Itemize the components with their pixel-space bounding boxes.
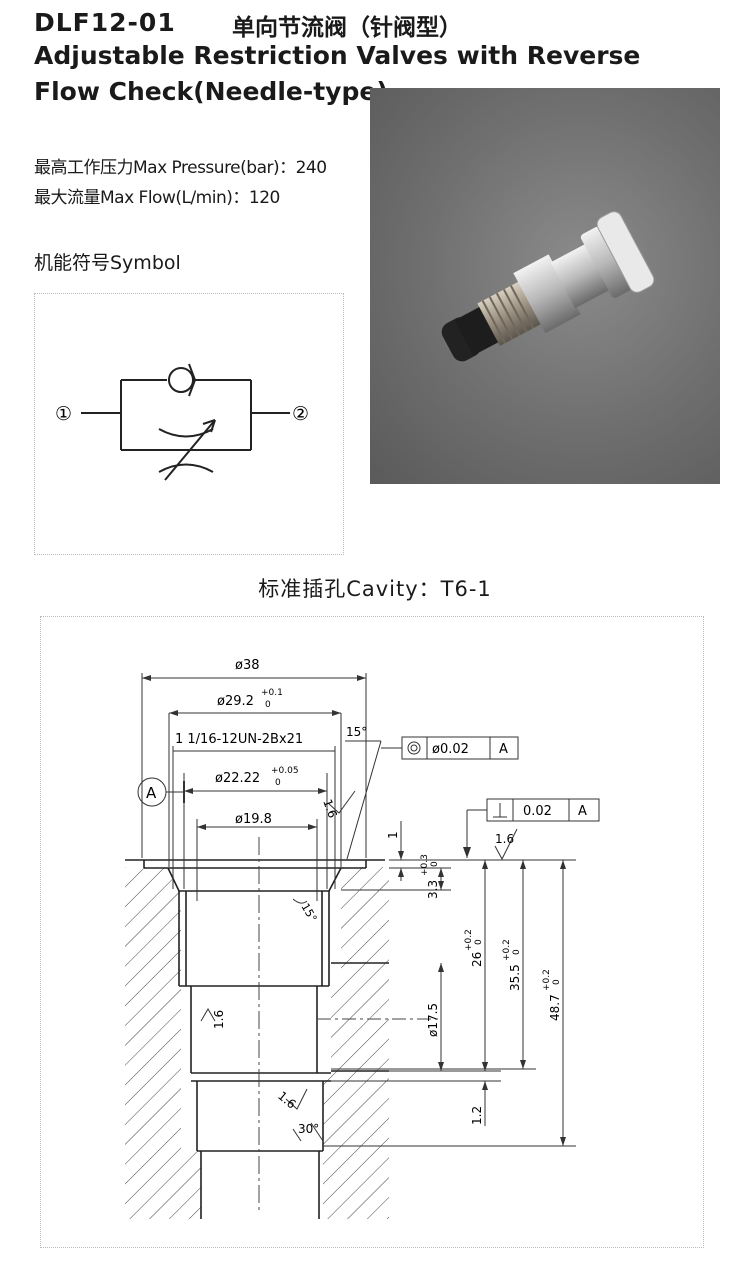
roughness-bore: 1.6 xyxy=(212,1010,226,1029)
cavity-heading: 标准插孔Cavity：T6-1 xyxy=(258,577,492,601)
hydraulic-symbol-frame: ① ② xyxy=(34,293,344,555)
perpendicularity-tolerance: 0.02 xyxy=(523,804,552,819)
dim-1-2: 1.2 xyxy=(470,1106,484,1125)
roughness-chamfer: 1.6 xyxy=(320,797,340,820)
dim-d29: ø29.2 xyxy=(217,694,254,709)
dim-d19: ø19.8 xyxy=(235,812,272,827)
english-title: Adjustable Restriction Valves with Rever… xyxy=(34,41,641,106)
dim-d17-5: ø17.5 xyxy=(426,1003,440,1037)
dim-3-3: 3.3 xyxy=(426,880,440,899)
dim-26: 26 xyxy=(470,952,484,967)
datum-a-label: A xyxy=(146,784,157,802)
max-pressure-spec: 最高工作压力Max Pressure(bar)：240 xyxy=(34,158,327,178)
dim-angle30: 30° xyxy=(298,1122,319,1136)
port-2-label: ② xyxy=(292,403,309,425)
chinese-title: 单向节流阀（针阀型） xyxy=(232,15,462,41)
dim-d29-tol-dn: 0 xyxy=(265,700,271,710)
valve-photo-illustration xyxy=(441,211,655,362)
dim-d22-tol-up: +0.05 xyxy=(271,766,299,776)
dim-35-5: 35.5 xyxy=(508,964,522,991)
roughness-top: 1.6 xyxy=(495,832,514,846)
dim-26-tol-dn: 0 xyxy=(474,939,484,945)
dim-angle15: 15° xyxy=(346,725,367,739)
dim-d29-tol-up: +0.1 xyxy=(261,688,283,698)
cavity-drawing-frame: ø38 ø29.2 +0.1 0 1 1/16-12UN-2Bx21 15° ø… xyxy=(40,616,704,1248)
dim-thread: 1 1/16-12UN-2Bx21 xyxy=(175,732,303,747)
dim-48-7: 48.7 xyxy=(548,994,562,1021)
symbol-heading: 机能符号Symbol xyxy=(34,252,181,274)
max-flow-spec: 最大流量Max Flow(L/min)：120 xyxy=(34,188,280,208)
dim-d38: ø38 xyxy=(235,658,260,673)
dim-48-7-tol-up: +0.2 xyxy=(542,969,552,991)
dim-d22: ø22.22 xyxy=(215,771,260,786)
dim-35-5-tol-up: +0.2 xyxy=(502,939,512,961)
model-number: DLF12-01 xyxy=(34,8,176,37)
roughness-lower: 1.6 xyxy=(275,1089,299,1112)
dim-35-5-tol-dn: 0 xyxy=(512,949,522,955)
concentricity-tolerance: ø0.02 xyxy=(432,742,469,757)
port-1-label: ① xyxy=(55,403,72,425)
hydraulic-symbol-diagram: ① ② xyxy=(55,363,309,481)
dim-d22-tol-dn: 0 xyxy=(275,778,281,788)
cavity-drawing: ø38 ø29.2 +0.1 0 1 1/16-12UN-2Bx21 15° ø… xyxy=(125,658,600,1219)
dim-3-3-tol: +0.3 xyxy=(420,854,430,876)
product-photo xyxy=(370,88,720,484)
dim-3-3-tol-dn: 0 xyxy=(430,861,440,867)
dim-26-tol-up: +0.2 xyxy=(464,929,474,951)
dim-48-7-tol-dn: 0 xyxy=(552,979,562,985)
concentricity-datum: A xyxy=(499,742,508,757)
dim-angle-small: 15° xyxy=(298,901,319,924)
perpendicularity-datum: A xyxy=(578,804,587,819)
dim-1: 1 xyxy=(386,831,400,839)
